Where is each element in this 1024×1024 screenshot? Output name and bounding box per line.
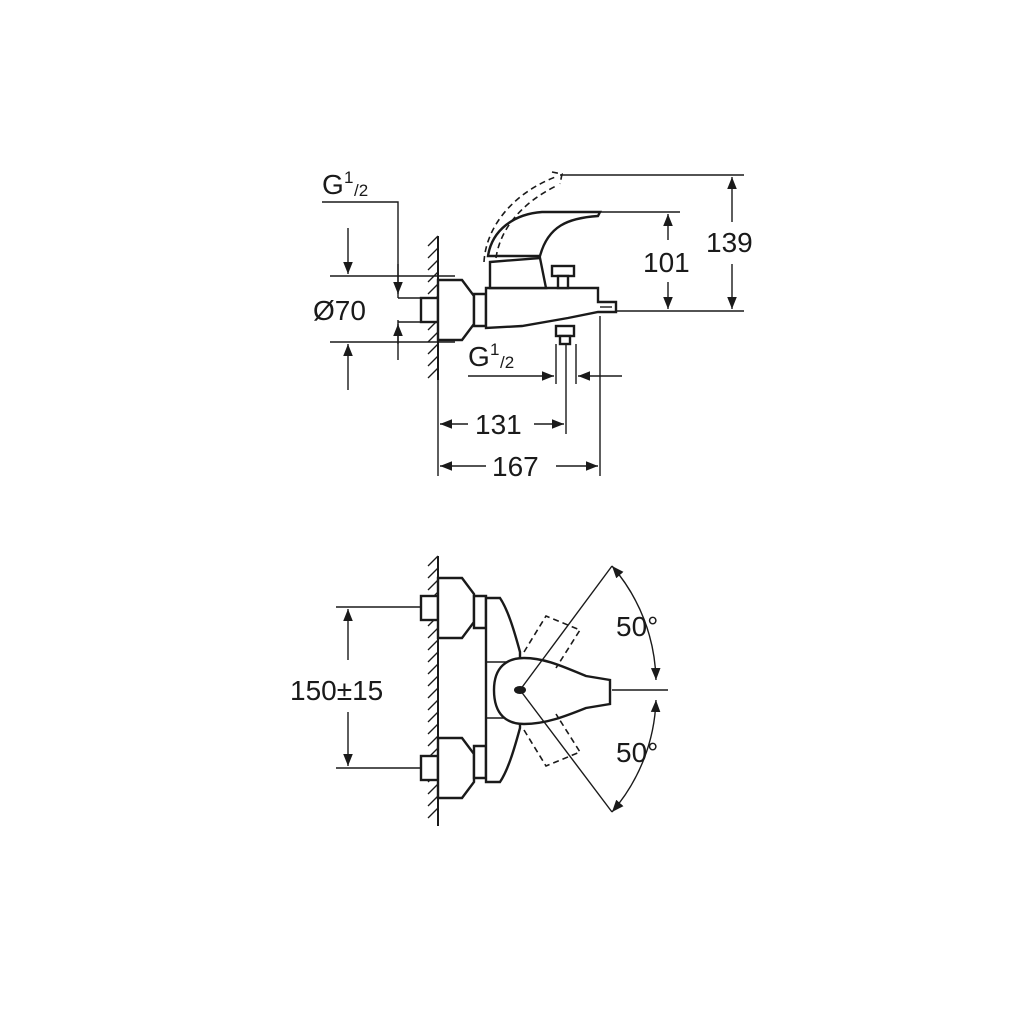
lever-rotated-outlines (523, 615, 582, 767)
upper-connector (419, 576, 488, 640)
wall-hatch-line (427, 735, 439, 747)
angle-lower-label: 50° (616, 737, 658, 768)
thread-top-sub: /2 (354, 181, 368, 200)
wall-hatch-line (427, 367, 439, 379)
thread-top-sup: 1 (344, 168, 353, 187)
wall-hatch-line (427, 235, 439, 247)
wall-hatch-line (427, 271, 439, 283)
wall-hatch-line (427, 283, 439, 295)
wall-hatch-line (427, 699, 439, 711)
depth-total-label: 167 (492, 451, 539, 482)
wall-hatch-line (427, 711, 439, 723)
top-view: 50° 50° 150±15 (290, 555, 668, 826)
wall-hatch-line (427, 567, 439, 579)
thread-top-label: G 1 /2 (322, 168, 421, 360)
mixer-body-side (484, 210, 618, 330)
height-dimensions: 101 139 (560, 174, 753, 312)
height-total-label: 139 (706, 227, 753, 258)
wall-hatch-line (427, 343, 439, 355)
wall-hatch-line (427, 651, 439, 663)
wall-hatch-line (427, 807, 439, 819)
height-lever-label: 101 (643, 247, 690, 278)
side-view: G 1 /2 Ø70 101 139 (313, 168, 753, 482)
wall-hatch-line (427, 675, 439, 687)
wall-hatch-line (427, 723, 439, 735)
wall-hatch-line (427, 331, 439, 343)
angle-arcs: 50° 50° (611, 565, 661, 813)
thread-top-g: G (322, 169, 344, 200)
wall-hatch-line (427, 639, 439, 651)
wall-hatch-line (427, 783, 439, 795)
lever-raised-outline (483, 171, 563, 263)
angle-upper-label: 50° (616, 611, 658, 642)
thread-outlet-sub: /2 (500, 353, 514, 372)
diameter-label: Ø70 (313, 295, 366, 326)
wall-connector-side (419, 278, 488, 342)
centre-distance-dimension: 150±15 (290, 606, 422, 769)
wall-hatch-line (427, 795, 439, 807)
wall-hatch-line (427, 259, 439, 271)
wall-hatch-line (427, 355, 439, 367)
centre-distance-label: 150±15 (290, 675, 383, 706)
lower-connector (419, 736, 488, 800)
diameter-dimension: Ø70 (313, 228, 455, 390)
wall-hatch-line (427, 663, 439, 675)
wall-hatch-line (427, 627, 439, 639)
depth-dimensions: 131 167 (437, 316, 601, 482)
diverter-knob (550, 264, 576, 290)
thread-outlet-sup: 1 (490, 340, 499, 359)
outlet-spout (554, 324, 576, 346)
wall-hatch-line (427, 555, 439, 567)
wall-hatch-line (427, 247, 439, 259)
lever-top (492, 656, 612, 726)
thread-outlet-g: G (468, 341, 490, 372)
wall-hatch-line (427, 579, 439, 591)
depth-outlet-label: 131 (475, 409, 522, 440)
wall-hatch-line (427, 687, 439, 699)
centre-axes (519, 565, 668, 813)
thread-outlet-label: G 1 /2 (468, 340, 622, 384)
